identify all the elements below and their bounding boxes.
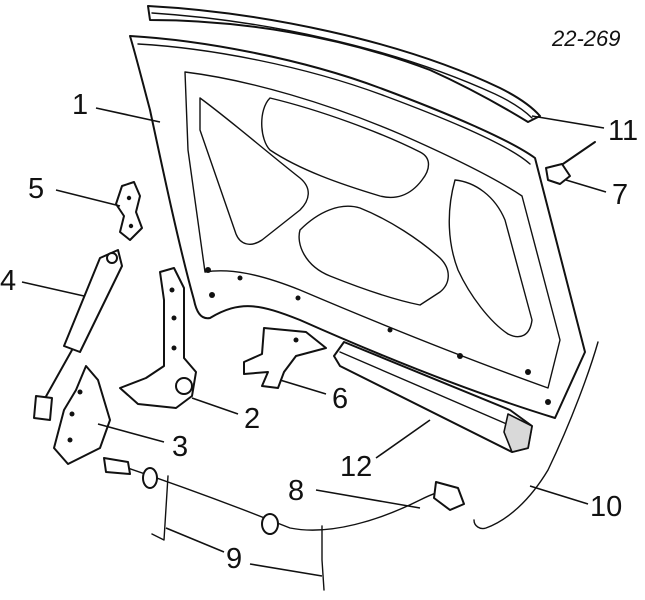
- leader-1: [95, 107, 161, 123]
- callout-6: 6: [332, 383, 348, 415]
- part-4-gas-strut: [33, 249, 123, 421]
- part-9-cable-clips: [151, 475, 325, 591]
- callout-10: 10: [590, 491, 622, 523]
- callout-7: 7: [612, 179, 628, 211]
- part-8-release-cable: [103, 457, 465, 535]
- leader-11: [531, 115, 605, 129]
- leader-6: [279, 379, 327, 395]
- part-7-bump-stop: [545, 141, 596, 185]
- callout-12: 12: [340, 451, 372, 483]
- part-1-hood-panel: [129, 35, 586, 419]
- callout-4: 4: [0, 265, 16, 297]
- leader-9b: [249, 563, 323, 577]
- part-12-reinforcement-bar: [333, 341, 533, 453]
- part-5-bracket: [115, 181, 143, 241]
- callout-1: 1: [72, 89, 88, 121]
- reference-code: 22-269: [551, 26, 621, 51]
- callout-8: 8: [288, 475, 304, 507]
- part-6-latch-bracket: [243, 327, 327, 389]
- leader-2: [191, 397, 239, 415]
- part-2-hinge: [119, 267, 197, 409]
- callout-9: 9: [226, 543, 242, 575]
- part-3-hinge-bracket: [53, 365, 111, 465]
- leader-5: [55, 189, 121, 207]
- leader-7: [565, 179, 607, 193]
- part-11-weatherstrip: [147, 5, 541, 123]
- callout-5: 5: [28, 173, 44, 205]
- leader-8: [315, 489, 421, 509]
- callout-numbers: 1 11 7 5 4 2 6 3 12 8 9 10: [0, 89, 638, 575]
- part-10-support-rod: [473, 341, 599, 530]
- leader-10: [529, 485, 589, 505]
- callout-2: 2: [244, 403, 260, 435]
- leader-12: [375, 419, 431, 459]
- callout-11: 11: [608, 115, 638, 147]
- leader-9a: [165, 527, 225, 553]
- leader-3: [97, 423, 165, 443]
- callout-3: 3: [172, 431, 188, 463]
- leader-4: [21, 281, 85, 297]
- leader-lines: [21, 107, 607, 577]
